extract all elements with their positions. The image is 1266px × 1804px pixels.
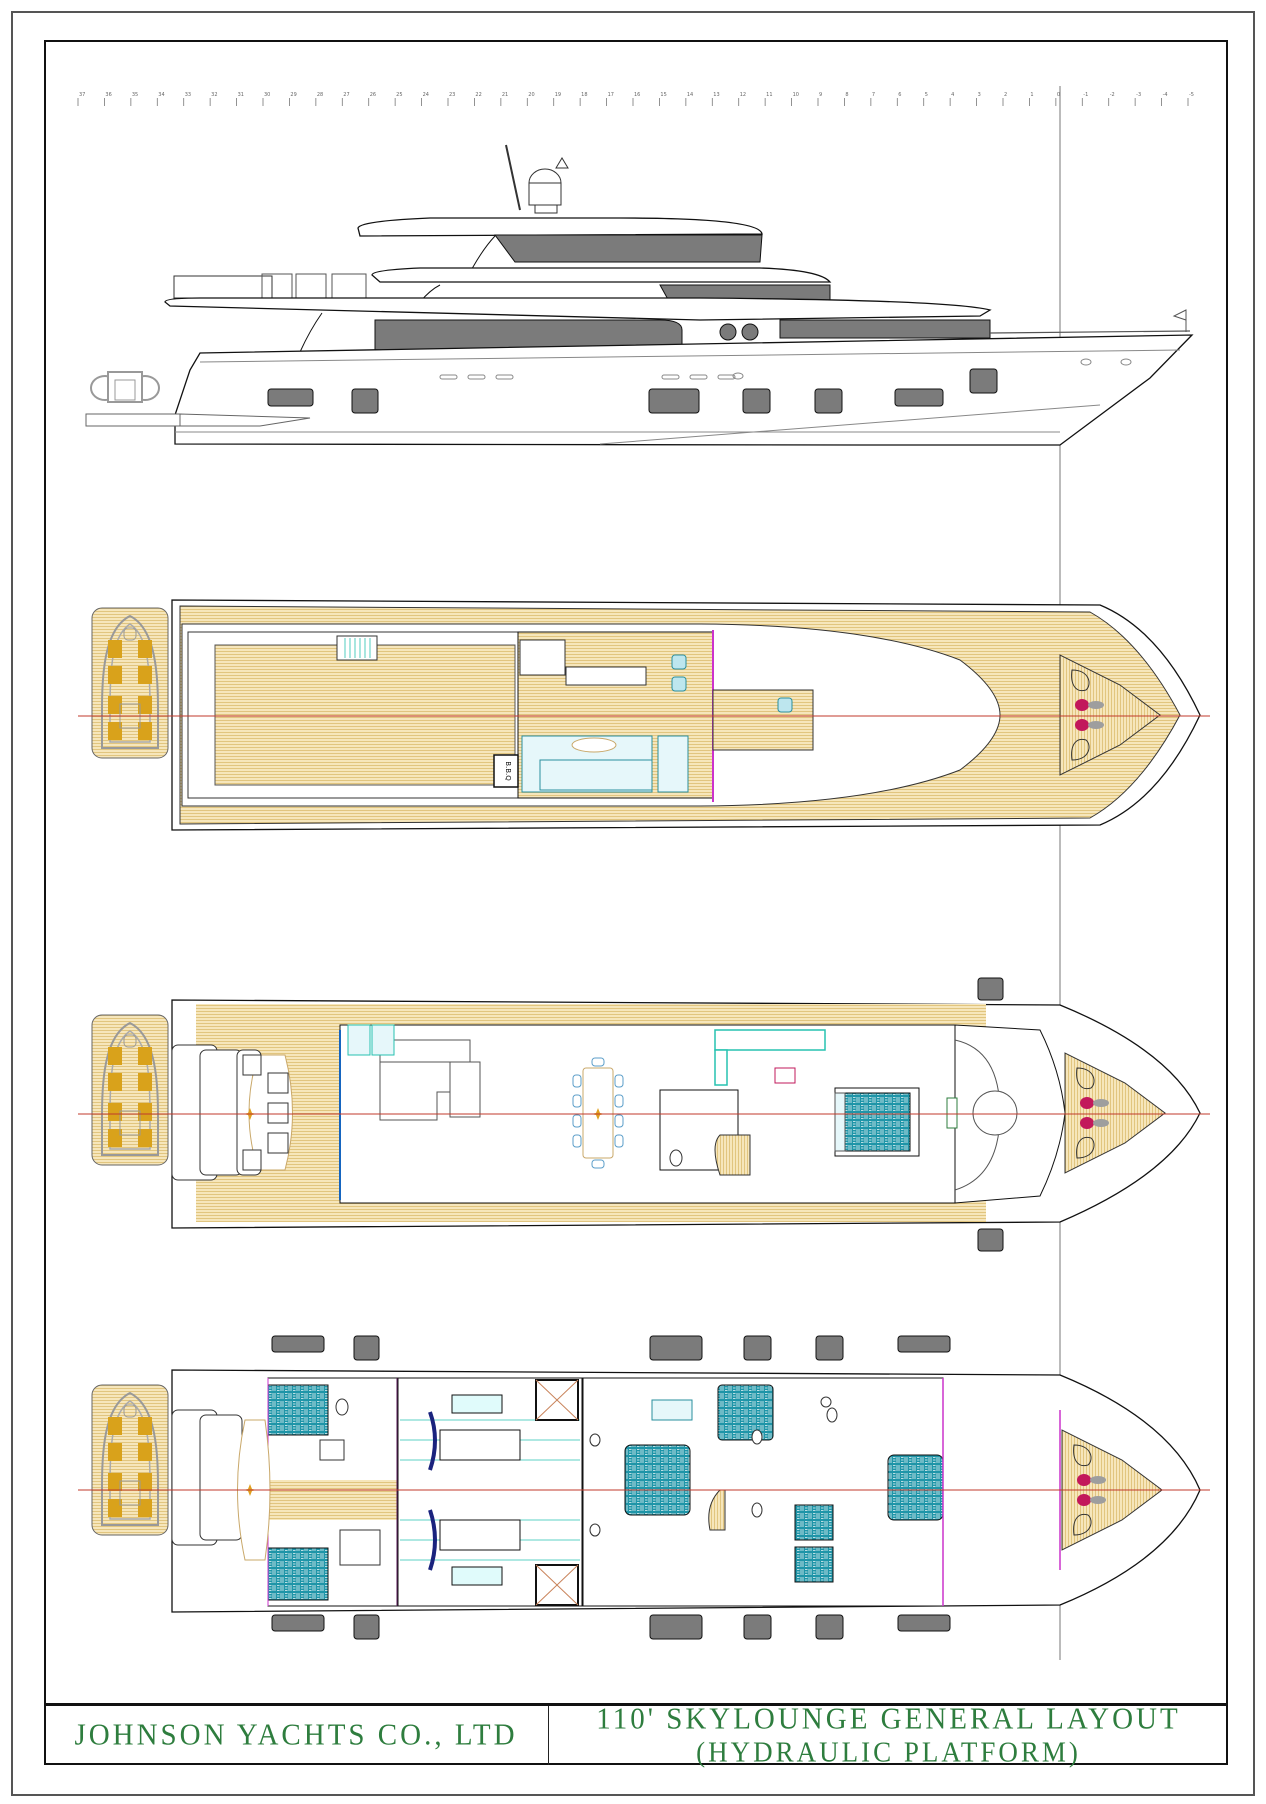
bed-icon [794, 1504, 834, 1541]
drawing-title: 110' SKYLOUNGE GENERAL LAYOUT [596, 1702, 1181, 1737]
station-tick-label: 23 [449, 92, 455, 98]
station-tick-label: 12 [740, 92, 746, 98]
station-tick-label: 11 [766, 92, 772, 98]
station-tick-label: 27 [343, 92, 349, 98]
station-tick-label: -1 [1083, 92, 1088, 98]
title-block: JOHNSON YACHTS CO., LTD 110' SKYLOUNGE G… [44, 1702, 1228, 1767]
generator-icon [451, 1566, 503, 1586]
station-tick-label: 19 [555, 92, 561, 98]
bbq-label: B.B.Q [504, 761, 512, 781]
station-tick-label: 17 [608, 92, 614, 98]
tender-stern-icon [90, 371, 160, 403]
station-tick-label: 28 [317, 92, 323, 98]
bed-icon [624, 1444, 691, 1516]
station-tick-label: 24 [423, 92, 429, 98]
tender-boat-icon [91, 607, 169, 759]
bbq-unit [493, 754, 519, 788]
station-tick-label: 6 [898, 92, 901, 98]
title-block-title-cell: 110' SKYLOUNGE GENERAL LAYOUT (HYDRAULIC… [549, 1702, 1228, 1767]
station-tick-label: -3 [1136, 92, 1141, 98]
station-tick-label: 8 [845, 92, 848, 98]
station-tick-label: 0 [1057, 92, 1060, 98]
main-deck-plan [78, 977, 1210, 1252]
sheet-outer-border [11, 11, 1255, 1796]
lower-deck-plan [78, 1335, 1210, 1640]
station-tick-label: 35 [132, 92, 138, 98]
station-tick-label: 29 [290, 92, 296, 98]
station-tick-label: 10 [793, 92, 799, 98]
station-tick-label: 33 [185, 92, 191, 98]
station-tick-label: 15 [660, 92, 666, 98]
station-tick-label: 25 [396, 92, 402, 98]
toilet-icon [669, 1149, 683, 1167]
station-tick-label: 20 [528, 92, 534, 98]
bed-icon [267, 1547, 329, 1601]
bed-icon [267, 1384, 329, 1436]
station-tick-label: 34 [158, 92, 164, 98]
engine-starboard-icon [439, 1519, 521, 1551]
bed-icon [887, 1454, 944, 1521]
station-tick-label: -2 [1110, 92, 1115, 98]
station-tick-label: 18 [581, 92, 587, 98]
station-tick-label: 1 [1030, 92, 1033, 98]
drawing-frame [44, 40, 1228, 1765]
station-tick-label: 32 [211, 92, 217, 98]
title-block-company-cell: JOHNSON YACHTS CO., LTD [44, 1706, 549, 1765]
station-tick-label: 5 [925, 92, 928, 98]
bed-icon [717, 1384, 774, 1441]
sun-deck-plan: B.B.Q [78, 599, 1210, 831]
station-tick-label: -4 [1163, 92, 1168, 98]
profile-view [85, 144, 1194, 446]
station-tick-label: 37 [79, 92, 85, 98]
tender-boat-icon [91, 1384, 169, 1536]
drawing-subtitle: (HYDRAULIC PLATFORM) [696, 1735, 1081, 1768]
station-tick-label: 30 [264, 92, 270, 98]
generator-icon [451, 1394, 503, 1414]
engine-port-icon [439, 1429, 521, 1461]
company-name: JOHNSON YACHTS CO., LTD [74, 1718, 518, 1752]
bed-icon [794, 1546, 834, 1583]
station-tick-label: -5 [1189, 92, 1194, 98]
mast [505, 144, 521, 211]
tender-boat-icon [91, 1014, 169, 1166]
station-tick-label: 9 [819, 92, 822, 98]
station-tick-label: 26 [370, 92, 376, 98]
station-tick-label: 31 [238, 92, 244, 98]
station-tick-label: 21 [502, 92, 508, 98]
station-tick-label: 16 [634, 92, 640, 98]
station-tick-label: 36 [105, 92, 111, 98]
station-tick-label: 7 [872, 92, 875, 98]
station-tick-label: 2 [1004, 92, 1007, 98]
station-tick-label: 4 [951, 92, 954, 98]
station-tick-label: 22 [475, 92, 481, 98]
bed-icon [844, 1092, 911, 1152]
station-tick-label: 3 [978, 92, 981, 98]
station-tick-label: 13 [713, 92, 719, 98]
station-tick-label: 14 [687, 92, 693, 98]
